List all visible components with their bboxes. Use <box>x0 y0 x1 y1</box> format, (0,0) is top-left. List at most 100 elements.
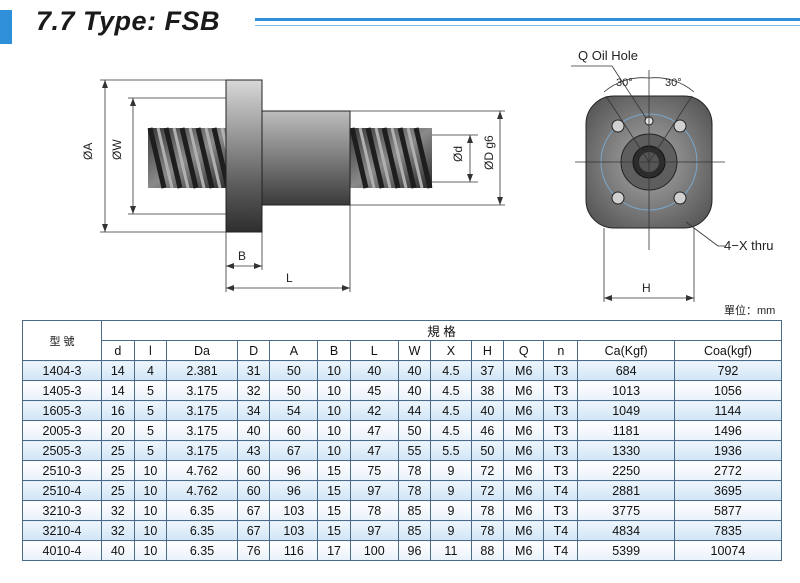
table-cell: 4.5 <box>430 400 472 421</box>
table-cell: 50 <box>470 440 505 461</box>
model-cell: 4010-4 <box>22 540 102 561</box>
table-cell: 1330 <box>577 440 675 461</box>
screw-thread-left <box>147 127 234 189</box>
table-cell: 40 <box>397 380 432 401</box>
table-cell: 44 <box>397 400 432 421</box>
table-cell: 50 <box>269 360 319 381</box>
table-cell: 3.175 <box>166 440 238 461</box>
table-cell: 6.35 <box>166 520 238 541</box>
column-header: d <box>101 340 135 361</box>
screw-thread-right <box>349 127 433 189</box>
table-cell: 34 <box>236 400 271 421</box>
table-cell: 14 <box>101 380 135 401</box>
label-dia-D: ØD g6 <box>482 135 496 170</box>
table-cell: 42 <box>349 400 399 421</box>
table-cell: 50 <box>269 380 319 401</box>
table-cell: 6.35 <box>166 500 238 521</box>
table-cell: 96 <box>269 460 319 481</box>
nut-flange <box>225 79 263 233</box>
model-cell: 1404-3 <box>22 360 102 381</box>
table-cell: M6 <box>503 380 545 401</box>
table-cell: 5 <box>133 380 168 401</box>
table-cell: 50 <box>397 420 432 441</box>
model-cell: 2510-4 <box>22 480 102 501</box>
table-cell: 103 <box>269 500 319 521</box>
table-cell: 31 <box>236 360 271 381</box>
table-cell: 25 <box>101 480 135 501</box>
table-cell: 15 <box>317 480 351 501</box>
table-cell: 25 <box>101 460 135 481</box>
table-cell: 2772 <box>673 460 783 481</box>
table-cell: 75 <box>349 460 399 481</box>
model-cell: 2505-3 <box>22 440 102 461</box>
table-cell: 4.5 <box>430 380 472 401</box>
model-cell: 2005-3 <box>22 420 102 441</box>
table-cell: 78 <box>470 500 505 521</box>
table-cell: 4 <box>133 360 168 381</box>
table-cell: 9 <box>430 460 472 481</box>
column-header: D <box>236 340 271 361</box>
table-cell: 60 <box>269 420 319 441</box>
table-cell: T3 <box>543 460 579 481</box>
table-cell: 15 <box>317 520 351 541</box>
table-cell: 96 <box>269 480 319 501</box>
label-thru-holes: 4−X thru <box>724 238 774 253</box>
column-header: Da <box>166 340 238 361</box>
table-cell: 72 <box>470 480 505 501</box>
title-rule <box>255 18 800 21</box>
table-cell: M6 <box>503 500 545 521</box>
model-cell: 1605-3 <box>22 400 102 421</box>
table-cell: 6.35 <box>166 540 238 561</box>
table-cell: 4.5 <box>430 420 472 441</box>
table-cell: 5 <box>133 400 168 421</box>
column-header: Coa(kgf) <box>673 340 783 361</box>
label-L: L <box>286 271 293 285</box>
table-cell: M6 <box>503 460 545 481</box>
table-cell: 40 <box>470 400 505 421</box>
table-cell: T3 <box>543 380 579 401</box>
table-cell: 3695 <box>673 480 783 501</box>
table-cell: 10 <box>317 420 351 441</box>
label-dia-A: ØA <box>81 143 95 160</box>
table-cell: 60 <box>236 460 271 481</box>
table-cell: 67 <box>236 520 271 541</box>
unit-note: 單位：mm <box>724 305 776 317</box>
table-cell: 9 <box>430 480 472 501</box>
table-cell: 1181 <box>577 420 675 441</box>
table-cell: 5399 <box>577 540 675 561</box>
table-cell: 10 <box>317 400 351 421</box>
table-cell: 9 <box>430 520 472 541</box>
table-cell: 97 <box>349 480 399 501</box>
table-cell: 54 <box>269 400 319 421</box>
table-cell: M6 <box>503 540 545 561</box>
table-cell: 17 <box>317 540 351 561</box>
table-cell: 10 <box>133 500 168 521</box>
column-header: B <box>317 340 351 361</box>
table-cell: 38 <box>470 380 505 401</box>
column-header: L <box>349 340 399 361</box>
table-cell: 5.5 <box>430 440 472 461</box>
table-cell: 2250 <box>577 460 675 481</box>
table-cell: 684 <box>577 360 675 381</box>
table-cell: T3 <box>543 420 579 441</box>
table-cell: 1936 <box>673 440 783 461</box>
table-cell: 32 <box>236 380 271 401</box>
table-cell: 11 <box>430 540 472 561</box>
page-title: 7.7 Type: FSB <box>36 6 221 36</box>
table-cell: 1144 <box>673 400 783 421</box>
table-cell: M6 <box>503 480 545 501</box>
table-cell: 3775 <box>577 500 675 521</box>
table-cell: 15 <box>317 500 351 521</box>
